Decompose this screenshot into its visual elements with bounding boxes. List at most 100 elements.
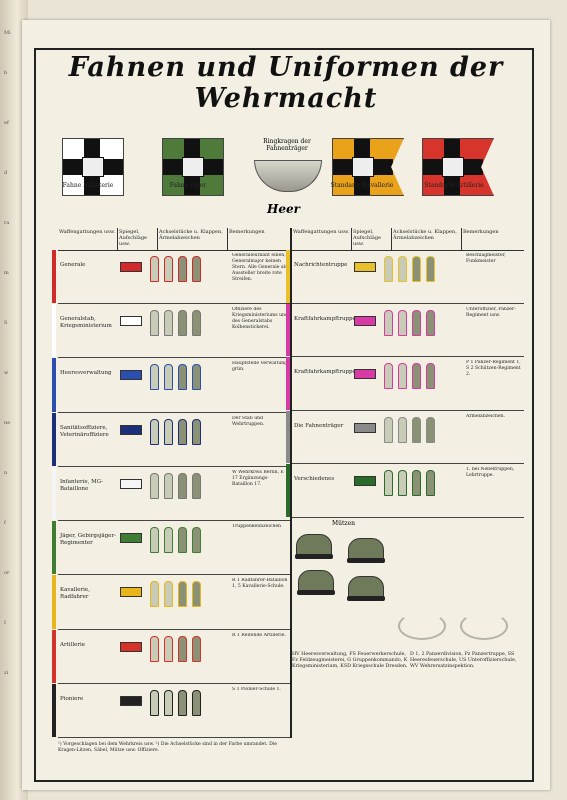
row-note: 1. bei Nebeltruppen, Lehrtruppe. (466, 467, 515, 479)
shoulder-strap (178, 689, 187, 716)
shoulder-strap (178, 472, 187, 499)
insignia-group (354, 415, 462, 460)
branch-name: Infanterie, MG-Bataillone (60, 478, 104, 492)
shoulder-strap (426, 256, 435, 282)
branch-name: Jäger, Gebirgsjäger-Regimenter (60, 533, 116, 547)
collar-patch (120, 316, 142, 327)
branch-color-stripe (52, 304, 56, 358)
branch-name: Artillerie (60, 641, 85, 648)
flag-infantry (62, 138, 124, 196)
table-row: Verschiedenes 1. bei Nebeltruppen, Lehrtr… (286, 464, 524, 518)
insignia-group (120, 634, 228, 679)
row-note: Generalleutnant einen, Generalmajor kein… (232, 253, 288, 282)
cap-general (295, 534, 333, 559)
spine-text-0: Mi (4, 30, 11, 36)
abbreviations-right: D 1, 2 Panzerdivision, Pz Panzertruppe, … (410, 652, 517, 669)
collar-patch (354, 476, 376, 487)
shoulder-strap (412, 363, 421, 390)
shoulder-strap (164, 581, 173, 608)
branch-name: Kavallerie, Radfahrer (60, 587, 90, 601)
branch-color-stripe (286, 410, 290, 464)
collar-patch (354, 315, 376, 326)
shoulder-strap (384, 256, 393, 282)
plate-page: Fahnen und Uniformen der Wehrmacht Fahne… (22, 20, 550, 790)
caps-label: Mützen (332, 520, 355, 527)
flag-label-artillery: Standarte Artillerie (424, 182, 484, 189)
insignia-group (120, 525, 228, 570)
shoulder-strap (426, 416, 435, 443)
flag-jaeger (162, 138, 224, 196)
row-note: Hauptstelle Verwaltung grün. (232, 361, 288, 373)
shoulder-strap (178, 527, 187, 554)
shoulder-strap (384, 416, 393, 443)
branch-color-stripe (52, 358, 56, 412)
spine-text-4: ra (4, 220, 10, 226)
branch-color-stripe (286, 464, 290, 517)
shoulder-strap (178, 256, 187, 282)
header-cell: Spiegel, Aufschläge usw. (118, 228, 158, 250)
branch-name: Pioniere (60, 695, 84, 702)
header-cell: Bemerkungen (229, 229, 265, 235)
collar-patch (120, 641, 142, 652)
insignia-group (354, 308, 462, 353)
shoulder-strap (398, 416, 407, 443)
collar-patch (120, 370, 142, 381)
table-header-right: Waffengattungen usw. Spiegel, Aufschläge… (292, 228, 524, 251)
shoulder-strap (150, 527, 159, 554)
shoulder-strap (178, 635, 187, 662)
insignia-group (354, 468, 462, 513)
shoulder-strap (150, 418, 159, 445)
collar-patch (120, 262, 142, 272)
shoulder-strap (384, 363, 393, 390)
spine-text-1: b (4, 70, 8, 76)
branch-name: Verschiedenes (294, 476, 335, 483)
branch-color-stripe (52, 250, 56, 304)
spine-text-5: m (4, 270, 9, 276)
table-right-column: Waffengattungen usw. Spiegel, Aufschläge… (286, 228, 524, 738)
table-header-left: Waffengattungen usw. Spiegel, Aufschläge… (58, 228, 290, 251)
shoulder-strap (150, 256, 159, 282)
spine-text-13: zi (4, 670, 9, 676)
branch-color-stripe (52, 683, 56, 737)
cap-field (347, 576, 385, 601)
header-cell: Achselstücke u. Klappen, Ärmelabzeichen (158, 228, 228, 250)
insignia-group (354, 254, 462, 299)
branch-name: Sanitätsoffiziere, Veterinäroffiziere (60, 424, 109, 438)
shoulder-strap (192, 418, 201, 445)
shoulder-strap (164, 418, 173, 445)
row-note: S 1 Pionier-Schule 1. (232, 686, 281, 692)
shoulder-strap (178, 418, 187, 445)
shoulder-strap (426, 470, 435, 497)
shoulder-strap (164, 310, 173, 337)
shoulder-strap (412, 416, 421, 443)
table-row: Pioniere S 1 Pionier-Schule 1. (52, 683, 290, 738)
shoulder-strap (426, 363, 435, 390)
uniform-table: Waffengattungen usw. Spiegel, Aufschläge… (52, 228, 524, 738)
flag-label-infantry: Fahne Infanterie (62, 182, 114, 189)
collar-patch (120, 695, 142, 706)
shoulder-strap (150, 310, 159, 337)
header-cell: Bemerkungen (463, 229, 499, 235)
shoulder-strap (192, 364, 201, 391)
insignia-group (120, 471, 228, 516)
shoulder-strap (150, 635, 159, 662)
cord-left (398, 612, 446, 640)
branch-color-stripe (52, 412, 56, 466)
collar-patch (120, 424, 142, 435)
heer-label: Heer (267, 202, 300, 216)
spine-text-7: w (4, 370, 9, 376)
cord-right (460, 612, 508, 640)
shoulder-strap (164, 256, 173, 282)
shoulder-strap (412, 256, 421, 282)
shoulder-strap (192, 472, 201, 499)
shoulder-strap (192, 310, 201, 337)
plate-frame (34, 48, 534, 782)
flags-row (52, 120, 522, 230)
